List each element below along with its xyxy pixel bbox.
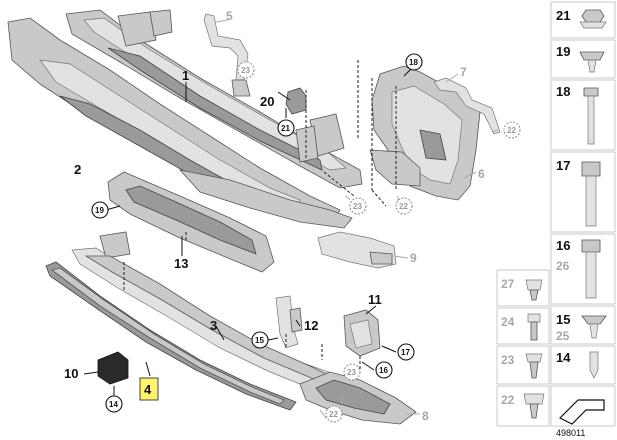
circle-22-c: 22 — [325, 405, 343, 423]
circle-17: 17 — [397, 343, 415, 361]
callout-13: 13 — [174, 256, 188, 271]
part-8-grille[interactable] — [299, 371, 417, 425]
part-7-strip[interactable] — [433, 77, 501, 135]
fastener-14[interactable]: 14 — [556, 350, 599, 379]
svg-text:26: 26 — [556, 259, 570, 273]
circled-callouts: 19 21 18 15 17 16 14 23 23 22 22 23 22 — [91, 53, 521, 423]
callout-20: 20 — [260, 94, 274, 109]
svg-text:15: 15 — [255, 336, 264, 345]
callout-1: 1 — [182, 68, 189, 83]
fastener-27[interactable]: 27 — [501, 277, 543, 301]
fastener-18[interactable]: 18 — [556, 84, 599, 145]
svg-text:21: 21 — [281, 124, 290, 133]
part-5-holder[interactable] — [203, 13, 251, 97]
part-10-clip[interactable] — [97, 351, 129, 385]
svg-text:23: 23 — [501, 353, 515, 367]
part-12-bracket[interactable] — [275, 295, 303, 349]
svg-text:23: 23 — [347, 368, 356, 377]
svg-text:23: 23 — [241, 66, 250, 75]
svg-text:19: 19 — [556, 44, 570, 59]
part-9-bracket[interactable] — [317, 231, 397, 269]
circle-23-c: 23 — [343, 363, 361, 381]
svg-text:18: 18 — [556, 84, 570, 99]
callout-6: 6 — [478, 167, 485, 181]
part-20-clip[interactable] — [285, 87, 307, 115]
circle-15: 15 — [251, 331, 269, 349]
circle-14: 14 — [105, 395, 123, 413]
fastener-15[interactable]: 15 25 — [556, 312, 607, 343]
svg-text:22: 22 — [501, 393, 515, 407]
fastener-22[interactable]: 22 — [501, 393, 545, 419]
svg-text:23: 23 — [353, 202, 362, 211]
circle-19: 19 — [91, 201, 109, 219]
fastener-17[interactable]: 17 — [556, 158, 601, 227]
svg-text:14: 14 — [109, 400, 118, 409]
svg-text:19: 19 — [95, 206, 104, 215]
fastener-24[interactable]: 24 — [501, 313, 541, 341]
svg-text:14: 14 — [556, 350, 571, 365]
svg-text:27: 27 — [501, 277, 515, 291]
callout-11: 11 — [368, 292, 382, 307]
assembly-lines — [123, 60, 397, 370]
part-11-bracket[interactable] — [343, 309, 381, 357]
svg-text:22: 22 — [507, 126, 516, 135]
circle-16: 16 — [375, 361, 393, 379]
svg-text:16: 16 — [556, 238, 570, 253]
callout-4-highlight[interactable]: 4 — [139, 377, 159, 401]
circle-22-a: 22 — [395, 197, 413, 215]
callout-labels: 1 2 3 5 6 7 8 9 10 11 12 13 20 — [64, 9, 485, 423]
fastener-21[interactable]: 21 — [556, 8, 607, 29]
svg-text:22: 22 — [399, 202, 408, 211]
circle-22-b: 22 — [503, 121, 521, 139]
part-6-bracket[interactable] — [369, 65, 481, 201]
svg-text:16: 16 — [379, 366, 388, 375]
part-13-grille-piece[interactable] — [107, 171, 275, 273]
circle-18: 18 — [405, 53, 423, 71]
callout-3: 3 — [210, 318, 217, 333]
svg-text:21: 21 — [556, 8, 570, 23]
callout-7: 7 — [460, 65, 467, 79]
svg-text:15: 15 — [556, 312, 570, 327]
fastener-16[interactable]: 16 26 — [556, 238, 601, 299]
svg-text:17: 17 — [401, 348, 410, 357]
callout-4: 4 — [144, 382, 152, 397]
svg-text:18: 18 — [409, 58, 418, 67]
fastener-23[interactable]: 23 — [501, 353, 543, 379]
fastener-19[interactable]: 19 — [556, 44, 605, 73]
svg-text:17: 17 — [556, 158, 570, 173]
circle-21: 21 — [277, 119, 295, 137]
svg-text:24: 24 — [501, 315, 515, 329]
callout-12: 12 — [304, 318, 318, 333]
circle-23-a: 23 — [237, 61, 255, 79]
svg-text:22: 22 — [329, 410, 338, 419]
direction-arrow-icon — [558, 399, 605, 425]
diagram-number: 498011 — [556, 428, 585, 438]
svg-text:25: 25 — [556, 329, 570, 343]
circle-23-b: 23 — [349, 197, 367, 215]
callout-2: 2 — [74, 162, 81, 177]
callout-10: 10 — [64, 366, 78, 381]
callout-9: 9 — [410, 251, 417, 265]
part-3-lower-carrier[interactable] — [71, 231, 353, 393]
callout-5: 5 — [226, 9, 233, 23]
part-2-absorber[interactable] — [7, 17, 353, 229]
callout-8: 8 — [422, 409, 429, 423]
part-4-lower-strip[interactable] — [45, 261, 297, 411]
fastener-panel: 21 19 18 17 16 26 1 — [496, 1, 616, 427]
